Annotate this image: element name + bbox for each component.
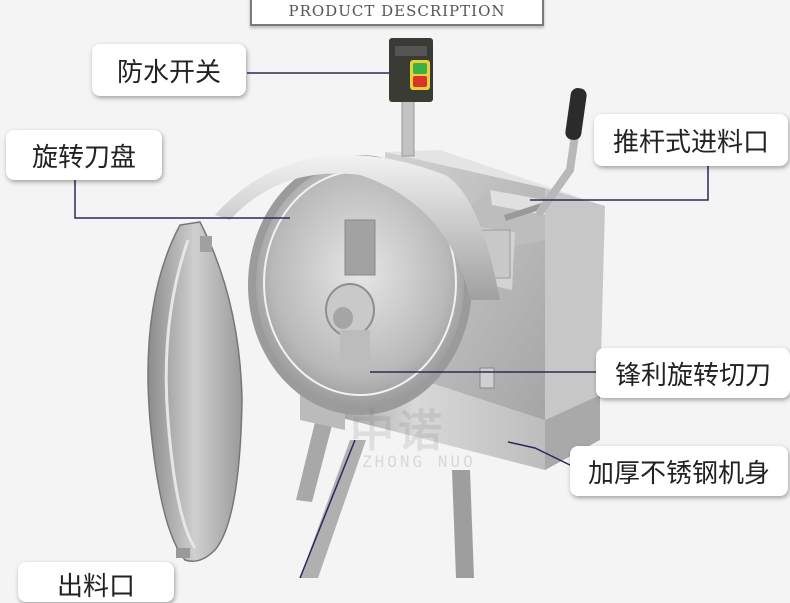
waterproof-switch <box>389 38 433 102</box>
product-description-page: PRODUCT DESCRIPTION <box>6 0 790 602</box>
open-lid <box>147 221 243 562</box>
label-discharge: 出料口 <box>18 562 174 602</box>
push-rod-handle <box>536 88 587 216</box>
leader-lines <box>74 72 709 578</box>
machine-legs <box>296 410 474 578</box>
switch-pole <box>401 97 415 157</box>
label-rotating-disc: 旋转刀盘 <box>6 130 162 180</box>
label-stainless-body: 加厚不锈钢机身 <box>570 446 788 496</box>
label-waterproof-switch: 防水开关 <box>92 44 246 96</box>
header-banner: PRODUCT DESCRIPTION <box>250 0 544 26</box>
watermark-brand: 中诺 <box>350 406 446 457</box>
rotating-cutter-disc <box>215 154 500 415</box>
machine-illustration <box>74 38 709 578</box>
label-push-rod-inlet: 推杆式进料口 <box>594 114 788 166</box>
watermark-brand-sub: ZHONG NUO <box>362 452 476 471</box>
header-title: PRODUCT DESCRIPTION <box>288 2 506 20</box>
label-sharp-blade: 锋利旋转切刀 <box>596 348 790 398</box>
